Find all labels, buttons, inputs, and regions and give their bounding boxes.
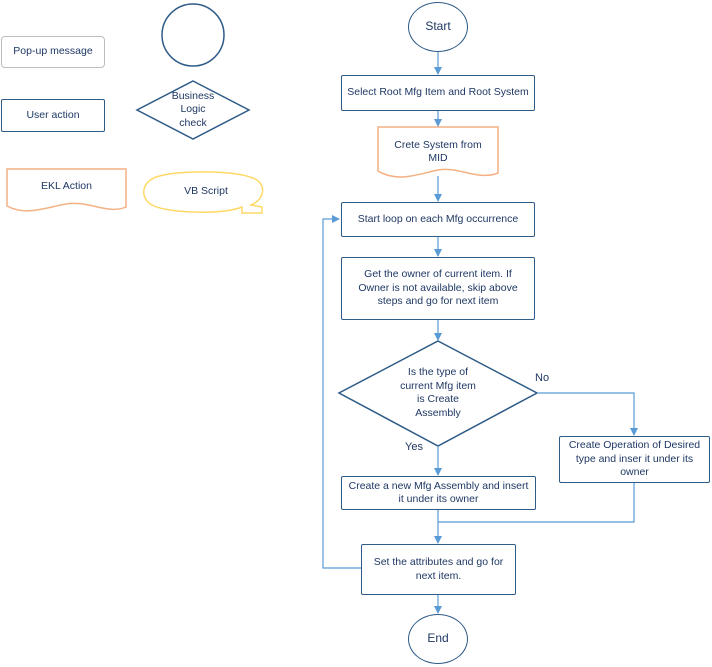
connector-decision-no — [537, 392, 638, 436]
legend-ekl-action-label: EKL Action — [41, 180, 92, 193]
no-label: No — [535, 372, 550, 384]
create-operation-step: Create Operation of Desired type and ins… — [559, 436, 710, 483]
end-node: End — [408, 614, 468, 664]
get-owner-step: Get the owner of current item. If Owner … — [341, 257, 535, 320]
decision-label: Is the type of current Mfg item is Creat… — [400, 366, 476, 419]
legend-vb-script-label: VB Script — [184, 185, 228, 198]
start-loop-step: Start loop on each Mfg occurrence — [341, 202, 535, 237]
legend-popup-message: Pop-up message — [1, 36, 105, 68]
legend-business-logic-label: Business Logic check — [171, 89, 215, 129]
legend-vb-shape — [143, 171, 264, 214]
legend-ekl-shape — [6, 168, 127, 212]
set-attributes-step: Set the attributes and go for next item. — [361, 544, 516, 595]
create-system-step: Crete System from MID — [394, 138, 482, 165]
select-root-step: Select Root Mfg Item and Root System — [341, 75, 535, 111]
yes-label: Yes — [405, 441, 423, 453]
connector-operation-merge — [438, 483, 635, 523]
legend-circle — [161, 3, 225, 67]
flow-ekl-shape — [377, 126, 499, 178]
connector-loop-back — [322, 215, 361, 569]
legend-diamond — [135, 80, 251, 140]
create-assembly-step: Create a new Mfg Assembly and insert it … — [341, 476, 536, 510]
legend-user-action: User action — [1, 99, 105, 132]
start-node: Start — [408, 2, 468, 52]
